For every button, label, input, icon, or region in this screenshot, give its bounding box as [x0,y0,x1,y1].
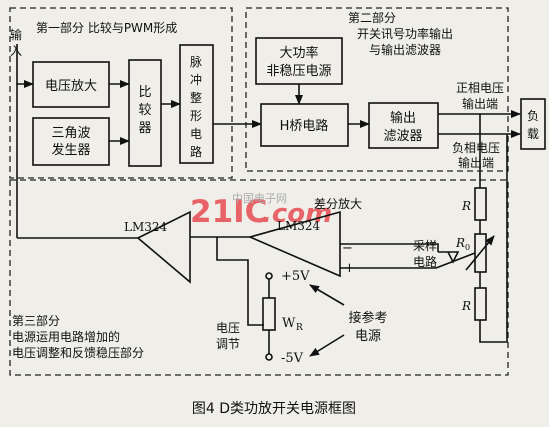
neg5v-terminal [265,353,273,361]
neg-output-label-2: 输出端 [458,155,494,170]
figure-caption: 图4 D类功放开关电源框图 [192,401,356,417]
ref-source-label-2: 电源 [355,329,381,344]
opamp1-label: LM324 [124,220,168,234]
pulse-shaper-char-6: 路 [190,144,202,159]
r0-variable-arrow [465,235,495,271]
resistor-bottom [474,287,487,321]
pulse-shaper-char-3: 整 [190,90,202,105]
voltage-adjust-label-2: 调节 [216,337,240,351]
voltage-amp-label: 电压放大 [45,79,97,94]
section3-border [9,179,509,376]
section1-border [9,7,233,179]
voltage-adjust-label-1: 电压 [216,321,240,335]
pulse-shaper-char-2: 冲 [190,72,202,87]
section2-title-3: 与输出滤波器 [369,42,441,57]
pot-wiper-line [216,237,264,326]
r0-label: R [455,236,465,250]
resistor-top-label: R [461,199,471,213]
sampling-arrow [438,251,460,264]
section3-title-3: 电压调整和反馈稳压部分 [12,345,144,360]
pos-output-label-1: 正相电压 [456,81,504,95]
comparator-label-3: 器 [138,121,151,136]
load-label-2: 载 [527,127,539,141]
triangle-gen-label-2: 发生器 [51,142,90,158]
diff-input-minus [340,243,439,252]
triangle-gen-label-1: 三角波 [51,126,90,141]
potentiometer [262,297,276,331]
sample-return-wire [479,134,508,343]
power-supply-label-1: 大功率 [279,45,318,61]
pos-output-label-2: 输出端 [462,96,498,111]
comparator-label-1: 比 [138,85,151,100]
r0-label-sub: 0 [465,243,470,252]
opamp2-minus: − [342,241,353,256]
ref-arrow-up [309,284,345,306]
pulse-shaper-char-1: 脉 [190,54,202,69]
input-label-1: 输 [10,27,22,42]
h-bridge-box [260,103,349,147]
section3-title-1: 第三部分 [12,313,60,328]
sampling-label-1: 采样 [413,238,437,253]
power-supply-label-2: 非稳压电源 [266,63,331,79]
sampling-label-2: 电路 [413,254,437,269]
sampling-tap [435,252,476,269]
output-filter-box [368,102,439,149]
load-label-1: 负 [527,109,539,123]
opamp1-triangle [136,210,191,284]
output-filter-label-2: 滤波器 [383,129,422,144]
ref-source-label-1: 接参考 [348,310,387,326]
h-bridge-label: H桥电路 [280,118,329,134]
neg-output-label-1: 负相电压 [452,141,500,155]
resistor-top [474,187,487,221]
section1-title: 第一部分 比较与PWM形成 [36,20,177,35]
pulse-shaper-char-5: 电 [190,127,202,141]
section2-title-2: 开关讯号功率输出 [357,26,453,41]
watermark-brand: 21IC [190,194,267,230]
comparator-box [128,59,162,167]
input-label-2: 入 [10,44,22,58]
load-box [520,98,546,150]
diff-amp-label: 差分放大 [314,196,362,211]
pos5v-label: +5V [281,269,310,284]
ref-arrow-down [309,334,345,357]
section3-title-2: 电源运用电路增加的 [12,329,120,344]
pos5v-terminal [265,272,273,280]
pot-label: W [282,316,296,331]
resistor-bottom-label: R [461,299,471,313]
output-filter-label-1: 输出 [390,110,416,126]
pot-label-sub: R [296,323,303,333]
section2-border [245,7,509,172]
section2-title-1: 第二部分 [348,10,396,25]
watermark-subtitle: 中国电子网 [232,192,287,205]
opamp2-label: LM324 [277,219,321,233]
neg5v-label: -5V [281,351,304,366]
comparator-label-2: 较 [138,103,151,118]
pulse-shaper-char-4: 形 [190,109,202,123]
